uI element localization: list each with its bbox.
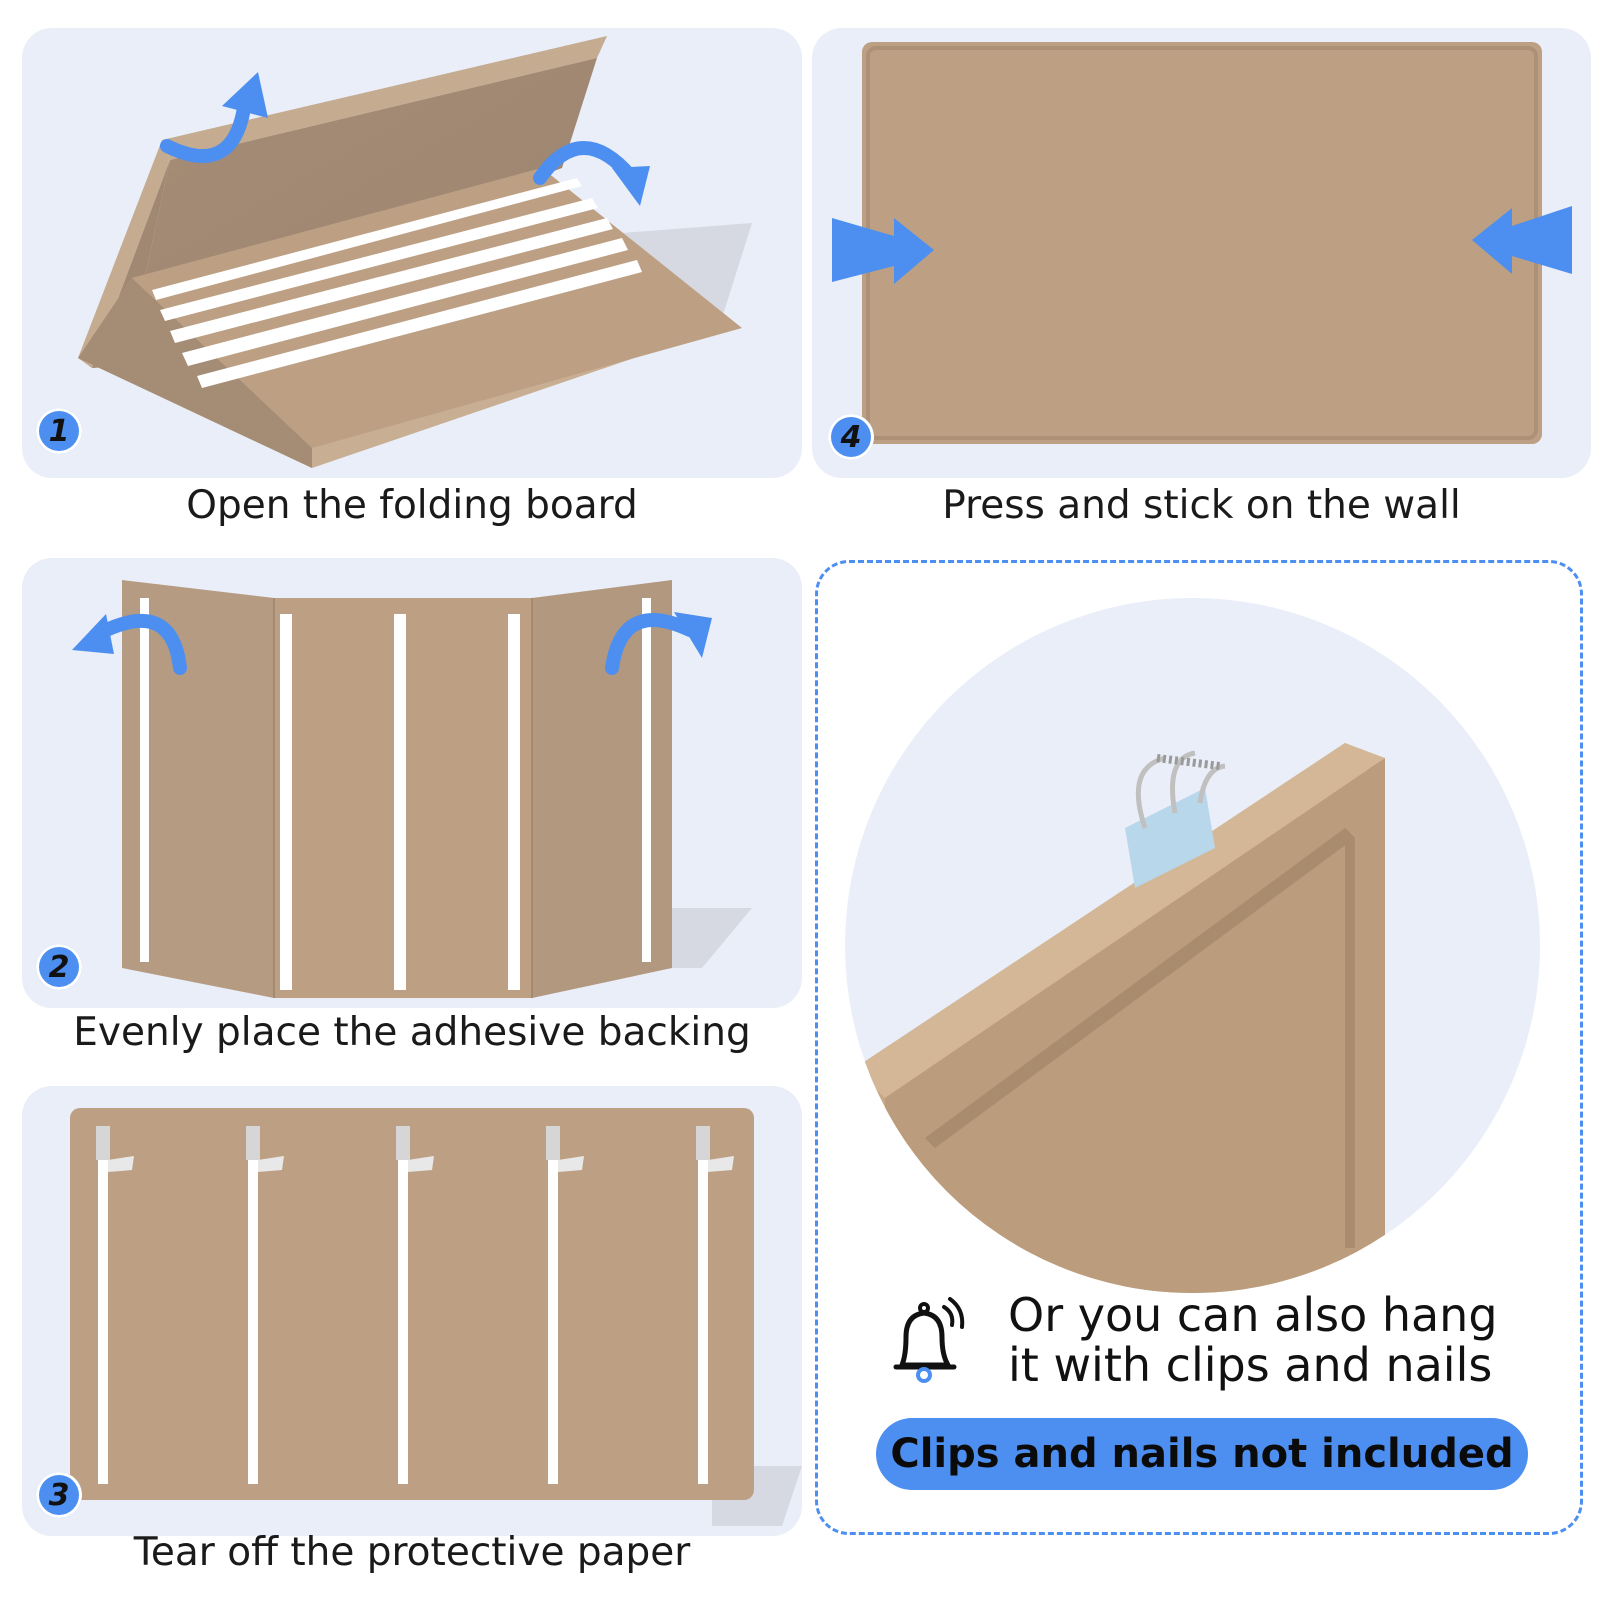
protective-paper-illustration — [70, 1108, 802, 1526]
binder-clip-icon — [1125, 750, 1226, 888]
step-badge: 2 — [36, 944, 82, 990]
step-3-panel: 3 — [22, 1086, 802, 1536]
bell-icon — [893, 1297, 965, 1383]
step-badge: 1 — [36, 408, 82, 454]
clip-closeup-circle — [845, 598, 1540, 1293]
wall-board-illustration — [832, 42, 1572, 444]
step-caption: Tear off the protective paper — [133, 1530, 691, 1575]
push-arrow-icon — [832, 218, 934, 284]
note-line-2: it with clips and nails — [1008, 1338, 1493, 1392]
hanging-note-text: Or you can also hang it with clips and n… — [1008, 1290, 1498, 1390]
step-caption: Open the folding board — [186, 483, 638, 528]
curved-arrow-icon — [605, 612, 712, 675]
trifold-board-illustration — [72, 580, 752, 998]
not-included-banner: Clips and nails not included — [876, 1418, 1528, 1490]
step-caption: Evenly place the adhesive backing — [73, 1010, 751, 1055]
step-2-panel: 2 — [22, 558, 802, 1008]
folding-board-illustration — [78, 36, 752, 468]
curved-arrow-icon — [72, 613, 187, 675]
step-caption: Press and stick on the wall — [942, 483, 1461, 528]
clip-on-board-illustration — [855, 743, 1385, 1293]
curved-arrow-icon — [533, 141, 650, 206]
step-badge: 3 — [36, 1472, 82, 1518]
curved-arrow-icon — [160, 72, 268, 163]
step-4-panel: 4 — [812, 28, 1591, 478]
note-line-1: Or you can also hang — [1008, 1288, 1498, 1342]
hanging-note-box — [815, 560, 1583, 1535]
step-1-panel: 1 — [22, 28, 802, 478]
step-badge: 4 — [828, 414, 874, 460]
push-arrow-icon — [1472, 206, 1572, 274]
